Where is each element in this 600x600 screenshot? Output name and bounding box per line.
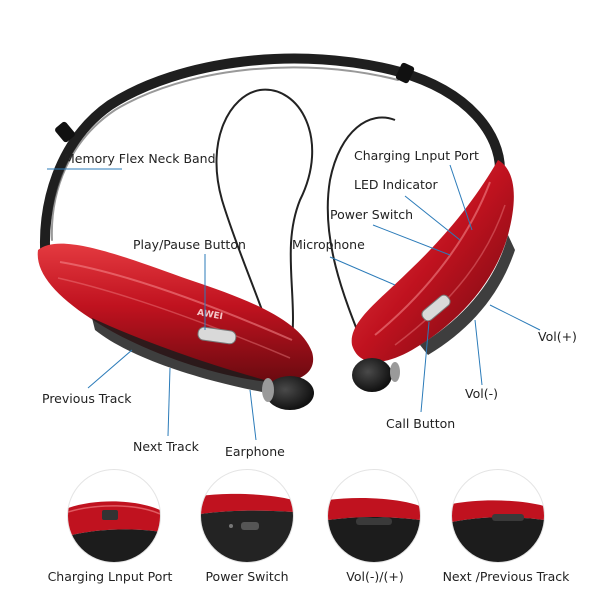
label-play-pause-button: Play/Pause Button — [133, 237, 246, 252]
label-vol-minus: Vol(-) — [465, 386, 498, 401]
band-joint-left — [55, 121, 75, 143]
label-previous-track: Previous Track — [42, 391, 132, 406]
leader-charging-port — [449, 164, 473, 231]
caption-charging-port: Charging Lnput Port — [47, 569, 173, 584]
leader-power-switch — [372, 224, 451, 256]
detail-power-switch — [201, 470, 293, 562]
caption-volume: Vol(-)/(+) — [346, 569, 404, 584]
earbud-left — [266, 376, 314, 410]
detail-track — [452, 470, 544, 562]
leader-previous-track — [87, 349, 133, 389]
label-charging-input-port: Charging Lnput Port — [354, 148, 479, 163]
leader-vol-plus — [489, 304, 541, 331]
label-earphone: Earphone — [225, 444, 285, 459]
label-vol-plus: Vol(+) — [538, 329, 577, 344]
label-power-switch: Power Switch — [330, 207, 414, 222]
earphone-cable-right — [326, 116, 396, 351]
label-memory-flex-neck-band: Memory Flex Neck Band — [64, 151, 216, 166]
leader-microphone — [329, 256, 396, 286]
earbud-right — [352, 358, 392, 392]
right-body — [351, 160, 514, 362]
leader-earphone — [249, 389, 257, 441]
power-switch-icon — [241, 522, 259, 530]
play-pause-button-shape — [197, 326, 237, 345]
leader-next-track — [167, 367, 171, 437]
label-microphone: Microphone — [292, 237, 365, 252]
earphone-cable-left — [215, 88, 314, 379]
volume-buttons-icon — [356, 518, 392, 525]
leader-call-button — [420, 321, 430, 413]
caption-power-switch: Power Switch — [205, 569, 289, 584]
label-call-button: Call Button — [386, 416, 456, 431]
charging-port-icon — [102, 510, 118, 520]
leader-led — [404, 195, 461, 241]
detail-charging-port — [68, 470, 160, 562]
caption-track: Next /Previous Track — [442, 569, 570, 584]
track-buttons-icon — [492, 514, 524, 521]
detail-volume — [328, 470, 420, 562]
label-led-indicator: LED Indicator — [354, 177, 438, 192]
call-button-shape — [421, 294, 451, 322]
neck-band-highlight — [50, 66, 399, 241]
label-next-track: Next Track — [133, 439, 199, 454]
band-joint-right — [395, 62, 415, 84]
left-body — [37, 243, 314, 383]
brand-logo: AWEI — [196, 308, 223, 322]
leader-vol-minus — [474, 319, 483, 386]
headset-drawing: AWEI — [37, 53, 541, 441]
